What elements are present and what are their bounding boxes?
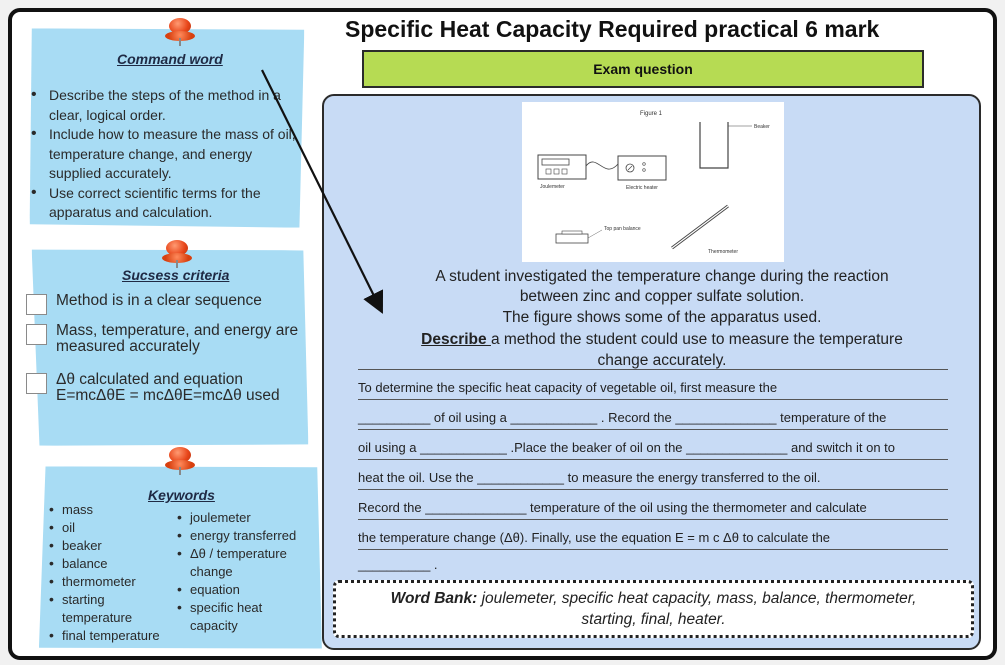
- question-line-1: A student investigated the temperature c…: [435, 268, 889, 285]
- fill-line: __________ of oil using a ____________ .…: [358, 410, 887, 425]
- keyword: beaker: [48, 536, 168, 555]
- keyword: energy transferred: [176, 526, 321, 545]
- keyword: equation: [176, 580, 321, 599]
- word-bank-label: Word Bank:: [390, 590, 478, 607]
- list-item: Use correct scientific terms for the app…: [29, 183, 299, 223]
- criteria-item: Method is in a clear sequence: [26, 293, 316, 315]
- word-bank-line-1: joulemeter, specific heat capacity, mass…: [477, 590, 917, 607]
- thermometer-icon: [671, 204, 729, 250]
- command-word-heading: Command word: [117, 51, 223, 67]
- pushpin-icon: [165, 447, 195, 477]
- exam-question-label: Exam question: [593, 61, 693, 77]
- divider: [358, 459, 948, 460]
- criteria-item: Mass, temperature, and energy are measur…: [26, 323, 316, 355]
- success-criteria-heading: Sucsess criteria: [122, 267, 230, 283]
- list-item: Describe the steps of the method in a cl…: [29, 85, 299, 125]
- checkbox[interactable]: [26, 324, 47, 345]
- fill-line: oil using a ____________ .Place the beak…: [358, 440, 896, 455]
- apparatus-figure: Figure 1 Beaker Joulemeter Electric heat…: [522, 102, 784, 262]
- pushpin-icon: [165, 18, 195, 48]
- beaker-icon: [699, 122, 752, 169]
- word-bank: Word Bank: joulemeter, specific heat cap…: [333, 580, 974, 638]
- divider: [358, 369, 948, 370]
- keywords-heading: Keywords: [148, 487, 215, 503]
- keywords-col1: mass oil beaker balance thermometer star…: [48, 500, 168, 645]
- checkbox[interactable]: [26, 294, 47, 315]
- question-line-3: The figure shows some of the apparatus u…: [502, 309, 822, 326]
- exam-question-banner: Exam question: [362, 50, 924, 88]
- beaker-label: Beaker: [754, 124, 770, 130]
- pushpin-icon: [162, 240, 192, 270]
- question-line-5: change accurately.: [597, 352, 727, 369]
- word-bank-line-2: starting, final, heater.: [581, 611, 726, 628]
- keyword: joulemeter: [176, 508, 321, 527]
- keyword: balance: [48, 554, 168, 573]
- command-describe: Describe: [421, 331, 491, 348]
- divider: [358, 549, 948, 550]
- joulemeter-icon: [537, 154, 587, 180]
- figure-caption: Figure 1: [640, 111, 663, 117]
- question-line-4: Describe a method the student could use …: [421, 331, 903, 348]
- criteria-item: Δθ calculated and equation E=mcΔθE = mcΔ…: [26, 372, 316, 404]
- keyword: Δθ / temperature change: [176, 544, 306, 581]
- keyword: thermometer: [48, 572, 168, 591]
- keyword: oil: [48, 518, 168, 537]
- balance-label: Top pan balance: [604, 226, 641, 232]
- divider: [358, 429, 948, 430]
- keyword: mass: [48, 500, 168, 519]
- fill-line: __________ .: [358, 557, 438, 572]
- command-word-list: Describe the steps of the method in a cl…: [29, 85, 299, 223]
- electric-heater-icon: [617, 155, 667, 181]
- list-item: Include how to measure the mass of oil, …: [29, 124, 299, 184]
- balance-icon: [555, 229, 603, 244]
- fill-line: the temperature change (Δθ). Finally, us…: [358, 530, 831, 545]
- keywords-col2: joulemeter energy transferred Δθ / tempe…: [176, 508, 321, 635]
- joulemeter-label: Joulemeter: [540, 184, 565, 190]
- divider: [358, 489, 948, 490]
- question-line-2: between zinc and copper sulfate solution…: [519, 288, 805, 305]
- keyword: starting temperature: [48, 590, 148, 627]
- divider: [358, 519, 948, 520]
- checkbox[interactable]: [26, 373, 47, 394]
- keyword: final temperature: [48, 626, 183, 645]
- page-title: Specific Heat Capacity Required practica…: [345, 16, 880, 42]
- fill-line: heat the oil. Use the ____________ to me…: [358, 470, 821, 485]
- fill-line: To determine the specific heat capacity …: [358, 380, 778, 395]
- thermometer-label: Thermometer: [708, 249, 738, 255]
- fill-line: Record the ______________ temperature of…: [358, 500, 867, 515]
- divider: [358, 399, 948, 400]
- heater-label: Electric heater: [626, 185, 658, 191]
- keyword: specific heat capacity: [176, 598, 286, 635]
